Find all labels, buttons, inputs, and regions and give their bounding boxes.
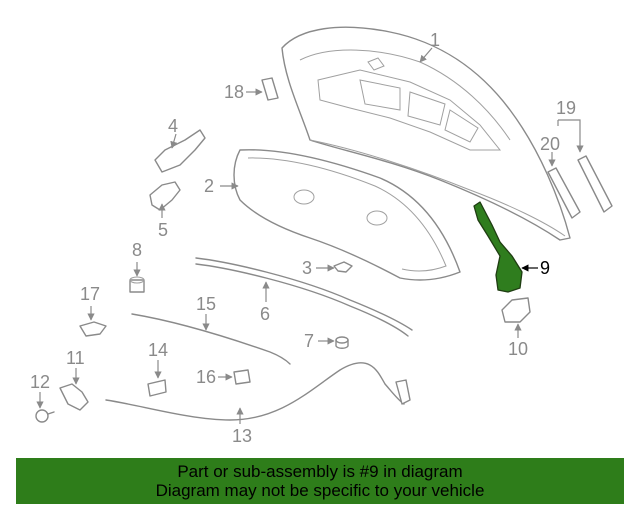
callout-20: 20 (540, 134, 560, 167)
callout-14: 14 (148, 340, 168, 379)
emblem-part (261, 77, 279, 101)
svg-text:10: 10 (508, 339, 528, 359)
callout-3: 3 (302, 258, 335, 278)
callout-2: 2 (204, 176, 239, 196)
callout-1: 1 (419, 30, 440, 63)
clip-part-14 (147, 379, 167, 397)
hinge-bracket-part (501, 297, 531, 323)
callout-16: 16 (196, 367, 233, 387)
parts-diagram: 1 2 3 4 5 6 7 8 9 10 11 12 (30, 26, 613, 446)
bracket-part-4 (154, 129, 206, 173)
svg-text:17: 17 (80, 284, 100, 304)
svg-text:12: 12 (30, 372, 50, 392)
bolt-part (35, 409, 55, 423)
prop-rod-part (131, 313, 291, 365)
callout-19: 19 (556, 98, 584, 153)
grommet-part (233, 369, 251, 385)
svg-text:16: 16 (196, 367, 216, 387)
svg-text:3: 3 (302, 258, 312, 278)
svg-text:19: 19 (556, 98, 576, 118)
weatherstrip-part (195, 257, 413, 331)
release-cable-part (105, 362, 405, 421)
callout-13: 13 (232, 407, 252, 446)
callout-7: 7 (304, 331, 335, 351)
callout-12: 12 (30, 372, 50, 409)
callout-18: 18 (224, 82, 263, 102)
svg-text:2: 2 (204, 176, 214, 196)
callout-5: 5 (158, 203, 168, 240)
svg-text:6: 6 (260, 304, 270, 324)
callout-10: 10 (508, 323, 528, 359)
hood-insulator-part (233, 149, 461, 281)
callout-15: 15 (196, 294, 216, 331)
bracket-part-17 (79, 321, 107, 337)
banner-line-1: Part or sub-assembly is #9 in diagram (177, 462, 463, 481)
svg-text:5: 5 (158, 220, 168, 240)
callout-4: 4 (168, 116, 178, 149)
callout-11: 11 (66, 348, 85, 385)
svg-text:9: 9 (540, 258, 550, 278)
latch-part (59, 383, 89, 411)
svg-text:14: 14 (148, 340, 168, 360)
svg-text:20: 20 (540, 134, 560, 154)
seal-part-19 (577, 155, 613, 213)
stop-part (129, 276, 145, 293)
callout-6: 6 (260, 281, 270, 324)
info-banner: Part or sub-assembly is #9 in diagram Di… (16, 458, 624, 504)
svg-text:18: 18 (224, 82, 244, 102)
svg-text:8: 8 (132, 240, 142, 260)
bumper-part (335, 336, 349, 349)
svg-text:15: 15 (196, 294, 216, 314)
svg-text:4: 4 (168, 116, 178, 136)
hood-hinge-part-9 (473, 201, 523, 293)
hood-panel-part (281, 26, 571, 241)
svg-text:7: 7 (304, 331, 314, 351)
svg-text:1: 1 (430, 30, 440, 50)
banner-line-2: Diagram may not be specific to your vehi… (155, 481, 485, 500)
bracket-part-5 (149, 181, 181, 211)
callout-9: 9 (521, 258, 550, 278)
svg-text:13: 13 (232, 426, 252, 446)
clip-part-3 (333, 261, 353, 273)
callout-17: 17 (80, 284, 100, 321)
callout-8: 8 (132, 240, 142, 277)
svg-text:11: 11 (66, 348, 85, 368)
seal-part-20 (547, 167, 581, 219)
